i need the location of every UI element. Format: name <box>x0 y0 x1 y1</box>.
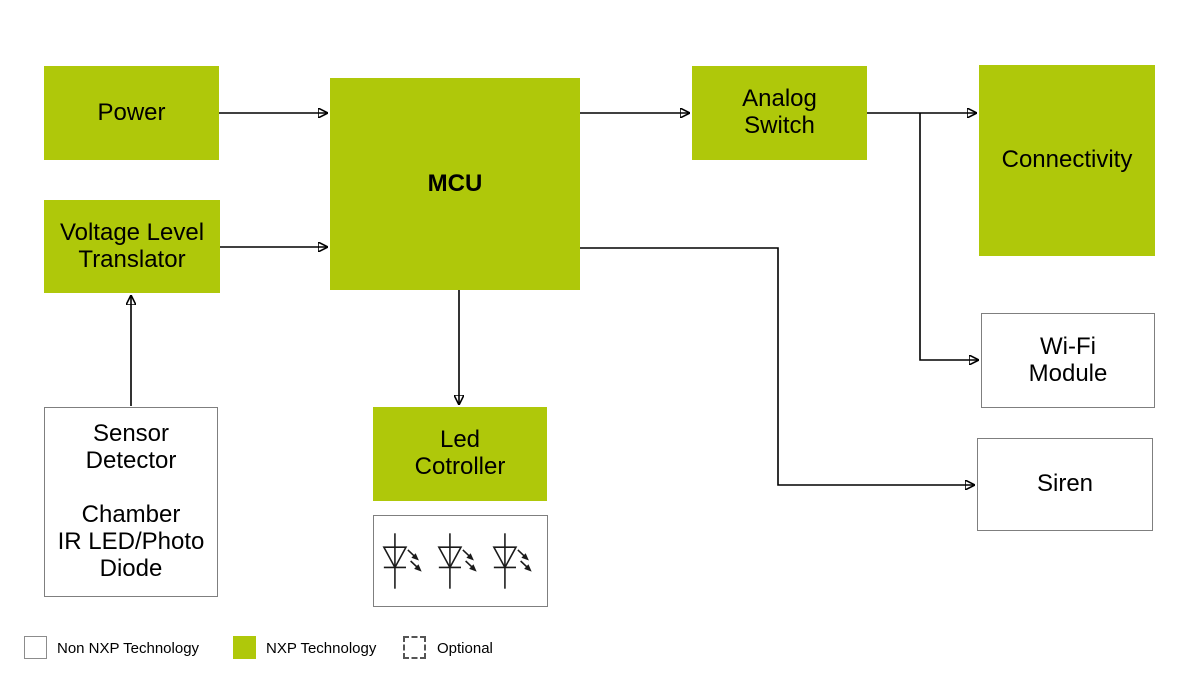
block-connectivity: Connectivity <box>979 65 1155 256</box>
block-power-label: Power <box>97 98 166 126</box>
block-siren-label: Siren <box>1036 470 1094 498</box>
block-siren: Siren <box>977 438 1153 531</box>
block-led-indicators <box>373 515 548 607</box>
legend-label-non-nxp: Non NXP Technology <box>57 639 200 657</box>
legend: Non NXP Technology NXP Technology Option… <box>0 630 1200 670</box>
legend-swatch-nxp <box>233 636 256 659</box>
block-voltage-level-translator-label: Voltage Level Translator <box>59 218 205 273</box>
block-analog-switch: Analog Switch <box>692 66 867 160</box>
block-wifi-module-label: Wi-Fi Module <box>1028 332 1108 387</box>
connector-mcu-to-siren <box>580 247 975 485</box>
led-diode-icon <box>382 533 422 589</box>
block-led-controller: Led Cotroller <box>373 407 547 501</box>
block-sensor-detector: Sensor Detector Chamber IR LED/Photo Dio… <box>44 407 218 597</box>
block-power: Power <box>44 66 219 160</box>
block-mcu-label: MCU <box>427 169 483 197</box>
block-mcu: MCU <box>330 78 580 290</box>
block-sensor-detector-label: Sensor Detector Chamber IR LED/Photo Dio… <box>57 420 205 582</box>
connector-analog-switch-to-wifi-module <box>919 113 979 360</box>
block-voltage-level-translator: Voltage Level Translator <box>44 200 220 293</box>
led-diode-icon <box>492 533 532 589</box>
block-analog-switch-label: Analog Switch <box>742 85 817 139</box>
legend-swatch-optional <box>403 636 426 659</box>
legend-swatch-non-nxp <box>24 636 47 659</box>
legend-label-optional: Optional <box>437 639 493 657</box>
block-wifi-module: Wi-Fi Module <box>981 313 1155 408</box>
led-diode-icon <box>437 533 477 589</box>
legend-label-nxp: NXP Technology <box>266 639 377 657</box>
block-led-controller-label: Led Cotroller <box>414 426 506 480</box>
block-connectivity-label: Connectivity <box>1001 146 1133 174</box>
